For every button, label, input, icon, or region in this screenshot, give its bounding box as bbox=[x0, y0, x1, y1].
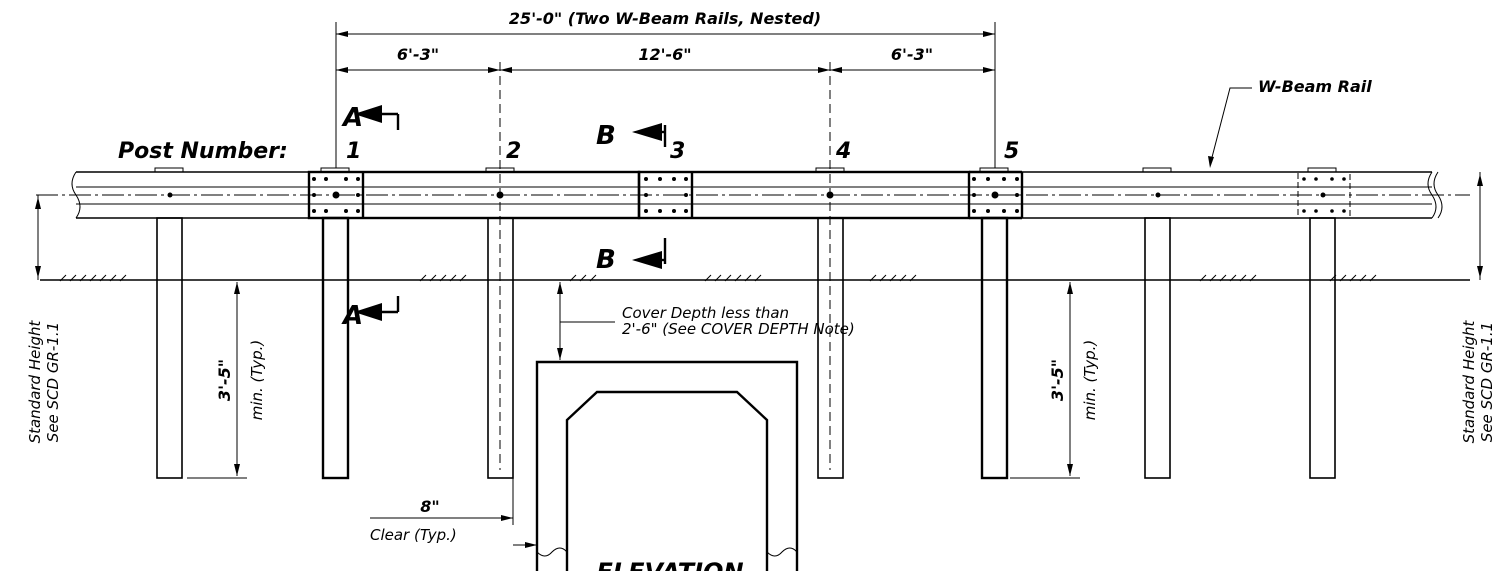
dimension-segments: 6'-3" 12'-6" 6'-3" bbox=[336, 45, 995, 73]
svg-text:min. (Typ.): min. (Typ.) bbox=[248, 340, 266, 421]
post-number-2: 2 bbox=[506, 139, 521, 164]
post-number-3: 3 bbox=[670, 139, 685, 164]
clear-value: 8" bbox=[420, 497, 439, 516]
dimension-right-segment: 6'-3" bbox=[891, 45, 933, 64]
w-beam-callout: W-Beam Rail bbox=[1208, 77, 1372, 168]
post-number-4: 4 bbox=[835, 139, 851, 164]
standard-height-right: Standard Height See SCD GR-1.1 bbox=[1460, 172, 1496, 443]
section-marker-b-bottom: B bbox=[596, 238, 667, 275]
svg-text:A: A bbox=[341, 301, 363, 331]
svg-text:See SCD GR-1.1: See SCD GR-1.1 bbox=[1478, 322, 1496, 442]
section-marker-b-top: B bbox=[596, 121, 667, 151]
svg-text:Standard Height: Standard Height bbox=[26, 319, 44, 443]
section-marker-a-top: A bbox=[341, 103, 400, 133]
post-right-extra-1 bbox=[1144, 217, 1171, 479]
clear-sub: Clear (Typ.) bbox=[370, 526, 457, 544]
svg-text:A: A bbox=[341, 103, 363, 133]
post-number-5: 5 bbox=[1004, 139, 1019, 164]
post-left-extra bbox=[156, 217, 183, 479]
ground-line bbox=[40, 274, 1470, 282]
post-5 bbox=[980, 216, 1009, 480]
dimension-overall: 25'-0" (Two W-Beam Rails, Nested) bbox=[335, 9, 996, 168]
w-beam-rail-label: W-Beam Rail bbox=[1258, 77, 1372, 96]
cover-depth-line2: 2'-6" (See COVER DEPTH Note) bbox=[622, 320, 855, 338]
standard-height-left: Standard Height See SCD GR-1.1 bbox=[26, 195, 62, 443]
dimension-overall-label: 25'-0" (Two W-Beam Rails, Nested) bbox=[509, 9, 821, 28]
cover-depth-dimension: Cover Depth less than 2'-6" (See COVER D… bbox=[557, 282, 855, 360]
box-culvert bbox=[535, 360, 799, 571]
post-number-label: Post Number: bbox=[118, 139, 288, 164]
dimension-left-segment: 6'-3" bbox=[397, 45, 439, 64]
clear-dimension: 8" Clear (Typ.) bbox=[370, 460, 537, 548]
post-right-extra-2 bbox=[1309, 217, 1336, 479]
post-1 bbox=[321, 216, 350, 480]
dimension-middle-segment: 12'-6" bbox=[638, 45, 691, 64]
svg-text:min. (Typ.): min. (Typ.) bbox=[1081, 340, 1099, 421]
cover-depth-line1: Cover Depth less than bbox=[622, 304, 789, 322]
section-marker-a-bottom: A bbox=[341, 296, 400, 331]
embed-dimension-right: 3'-5" min. (Typ.) bbox=[1010, 282, 1099, 479]
w-beam-rail bbox=[36, 167, 1470, 220]
svg-text:B: B bbox=[596, 245, 616, 275]
drawing-title: ELEVATION bbox=[596, 558, 743, 571]
svg-text:3'-5": 3'-5" bbox=[215, 359, 234, 401]
svg-text:Standard Height: Standard Height bbox=[1460, 319, 1478, 443]
svg-text:B: B bbox=[596, 121, 616, 151]
svg-text:3'-5": 3'-5" bbox=[1048, 359, 1067, 401]
embed-dimension-left: 3'-5" min. (Typ.) bbox=[187, 282, 266, 479]
svg-text:See SCD GR-1.1: See SCD GR-1.1 bbox=[44, 322, 62, 442]
post-number-1: 1 bbox=[346, 139, 361, 164]
posts bbox=[156, 216, 1336, 480]
